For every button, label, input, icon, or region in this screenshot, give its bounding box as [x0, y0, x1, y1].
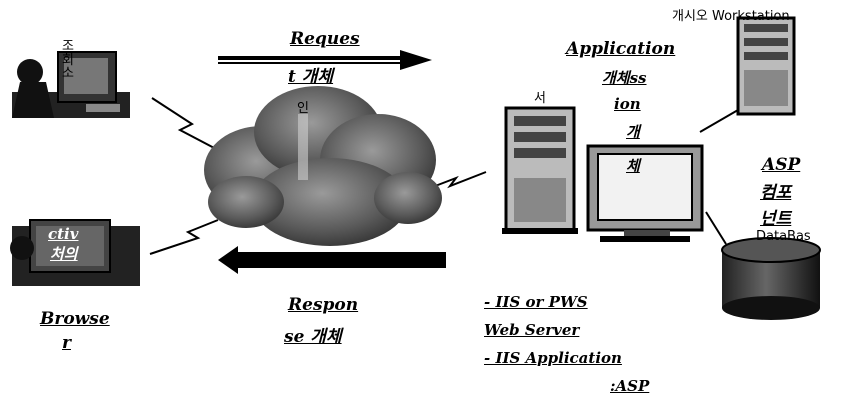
web-server-tower-icon [502, 106, 578, 234]
application-monitor-icon [586, 144, 704, 242]
response-arrow [218, 246, 446, 274]
response-label-1: Respon [288, 295, 359, 315]
connector-workstation [699, 109, 739, 133]
asp-label-3: 넌트 [760, 209, 792, 229]
client-top-label: 조 회 소 [62, 39, 74, 82]
application-label-3: ion [614, 95, 641, 113]
browser-label-1: Browse [40, 309, 110, 329]
workstation-label: 개시오 Workstation [672, 9, 790, 24]
link-bolt-server [429, 171, 487, 189]
iis-label-4: :ASP [610, 377, 650, 395]
browser-label-2: r [62, 333, 71, 353]
internet-cloud-icon [204, 86, 442, 246]
request-arrow [218, 50, 432, 70]
application-label-4: 개 [626, 123, 640, 141]
database-cylinder-icon [721, 237, 821, 320]
iis-label-2: Web Server [484, 321, 580, 339]
client-bottom-label-1: ctiv [48, 225, 79, 243]
client-computer-bottom-icon [10, 219, 140, 286]
server-label: 서 [534, 91, 546, 106]
link-bolt-client-bottom [149, 219, 219, 255]
application-label-5: 체 [626, 157, 640, 175]
iis-label-3: - IIS Application [484, 349, 622, 367]
iis-label-1: - IIS or PWS [484, 293, 588, 311]
asp-label-1: ASP [762, 155, 801, 175]
request-label-2: t 개체 [288, 67, 334, 87]
connector-database [705, 211, 727, 245]
asp-label-2: 컴포 [760, 183, 792, 203]
application-label-2: 개체ss [602, 69, 647, 87]
database-label: DataBas [756, 229, 811, 244]
internet-label: 인 [297, 101, 309, 116]
client-computer-top-icon [12, 51, 130, 118]
response-label-2: se 개체 [284, 327, 342, 347]
workstation-tower-icon [736, 16, 796, 116]
link-bolt-client-top [151, 97, 219, 151]
application-label-1: Application [566, 39, 676, 59]
request-label-1: Reques [290, 29, 360, 49]
client-bottom-label-2: 처의 [50, 245, 78, 263]
